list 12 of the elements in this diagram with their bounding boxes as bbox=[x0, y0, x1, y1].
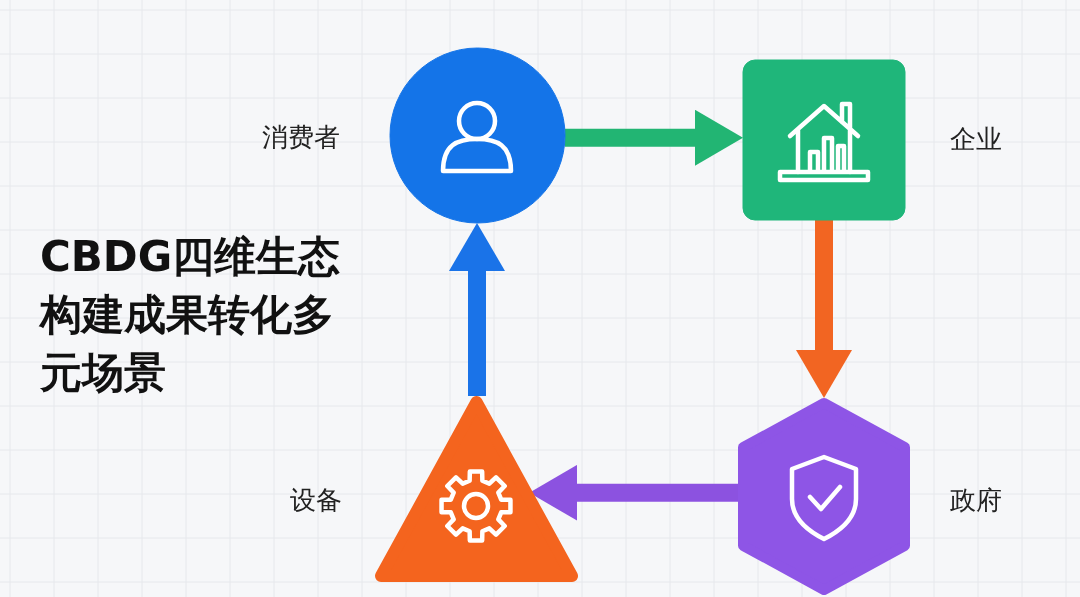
node-label: 企业 bbox=[950, 123, 1002, 156]
arrow bbox=[449, 223, 505, 396]
node-label: 消费者 bbox=[262, 121, 340, 154]
triangle-node bbox=[375, 396, 578, 582]
title: CBDG四维生态构建成果转化多元场景 bbox=[40, 231, 342, 399]
circle-node bbox=[390, 48, 565, 223]
arrow bbox=[565, 109, 743, 166]
hexagon-node bbox=[738, 398, 910, 595]
square-node bbox=[743, 60, 905, 220]
node-label: 设备 bbox=[290, 484, 342, 517]
node-label: 政府 bbox=[950, 484, 1002, 517]
arrow bbox=[796, 220, 852, 398]
